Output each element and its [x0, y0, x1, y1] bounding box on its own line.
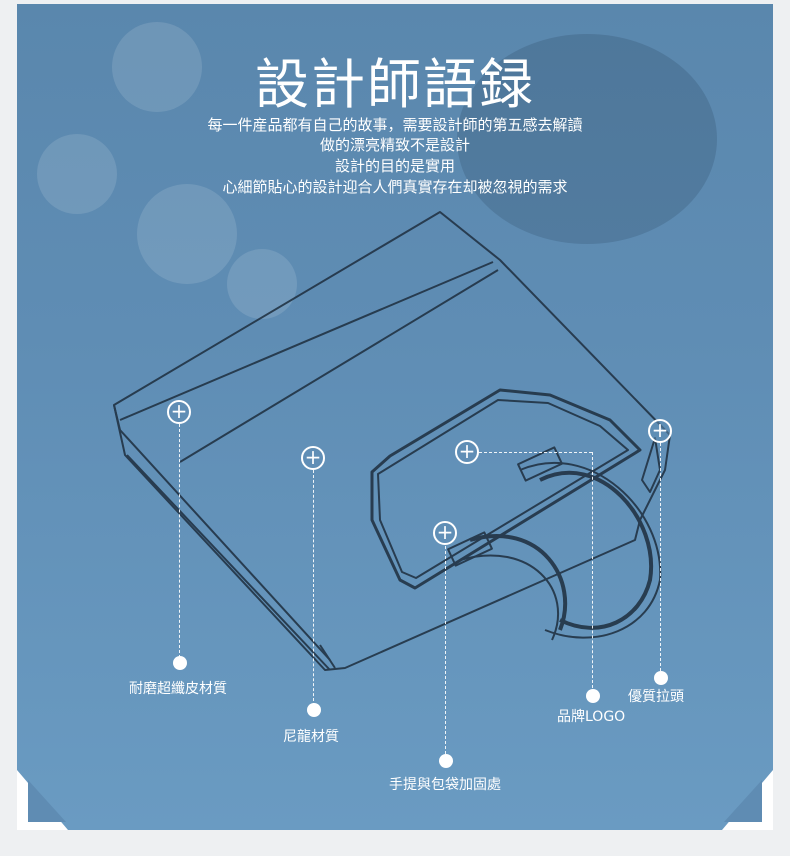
leader-line — [313, 470, 314, 706]
leader-dot — [307, 703, 321, 717]
bokeh-circle — [457, 34, 717, 244]
leader-dot — [586, 689, 600, 703]
hotspot-handle-plus-icon[interactable]: + — [433, 521, 457, 545]
hotspot-nylon-plus-icon[interactable]: + — [301, 446, 325, 470]
bokeh-circle — [227, 249, 297, 319]
leader-dot — [654, 671, 668, 685]
bokeh-circle — [112, 22, 202, 112]
bokeh-circle — [137, 184, 237, 284]
bokeh-circle — [37, 134, 117, 214]
leader-line — [660, 443, 661, 671]
page-title: 設計師語録 — [255, 53, 535, 116]
hotspot-zipper-plus-icon[interactable]: + — [648, 419, 672, 443]
leader-line — [479, 452, 592, 453]
hotspot-label-logo: 品牌LOGO — [557, 709, 626, 725]
hotspot-label-handle: 手提與包袋加固處 — [389, 777, 501, 793]
description-line: 每一件産品都有自己的故事，需要設計師的第五感去解讀 — [207, 116, 583, 134]
description-line: 心細節貼心的設計迎合人們真實存在却被忽視的需求 — [222, 178, 568, 196]
description-line: 做的漂亮精致不是設計 — [319, 136, 470, 154]
leader-dot — [439, 754, 453, 768]
description-line: 設計的目的是實用 — [334, 157, 455, 175]
hotspot-label-zipper: 優質拉頭 — [628, 689, 684, 705]
hotspot-leather-plus-icon[interactable]: + — [167, 400, 191, 424]
leader-dot — [173, 656, 187, 670]
leader-line — [592, 452, 593, 688]
hotspot-label-leather: 耐磨超纖皮材質 — [129, 681, 227, 697]
leader-line — [445, 546, 446, 754]
background-panel — [17, 4, 773, 830]
hotspot-label-nylon: 尼龍材質 — [283, 729, 339, 745]
hotspot-logo-plus-icon[interactable]: + — [455, 440, 479, 464]
leader-line — [179, 424, 180, 658]
